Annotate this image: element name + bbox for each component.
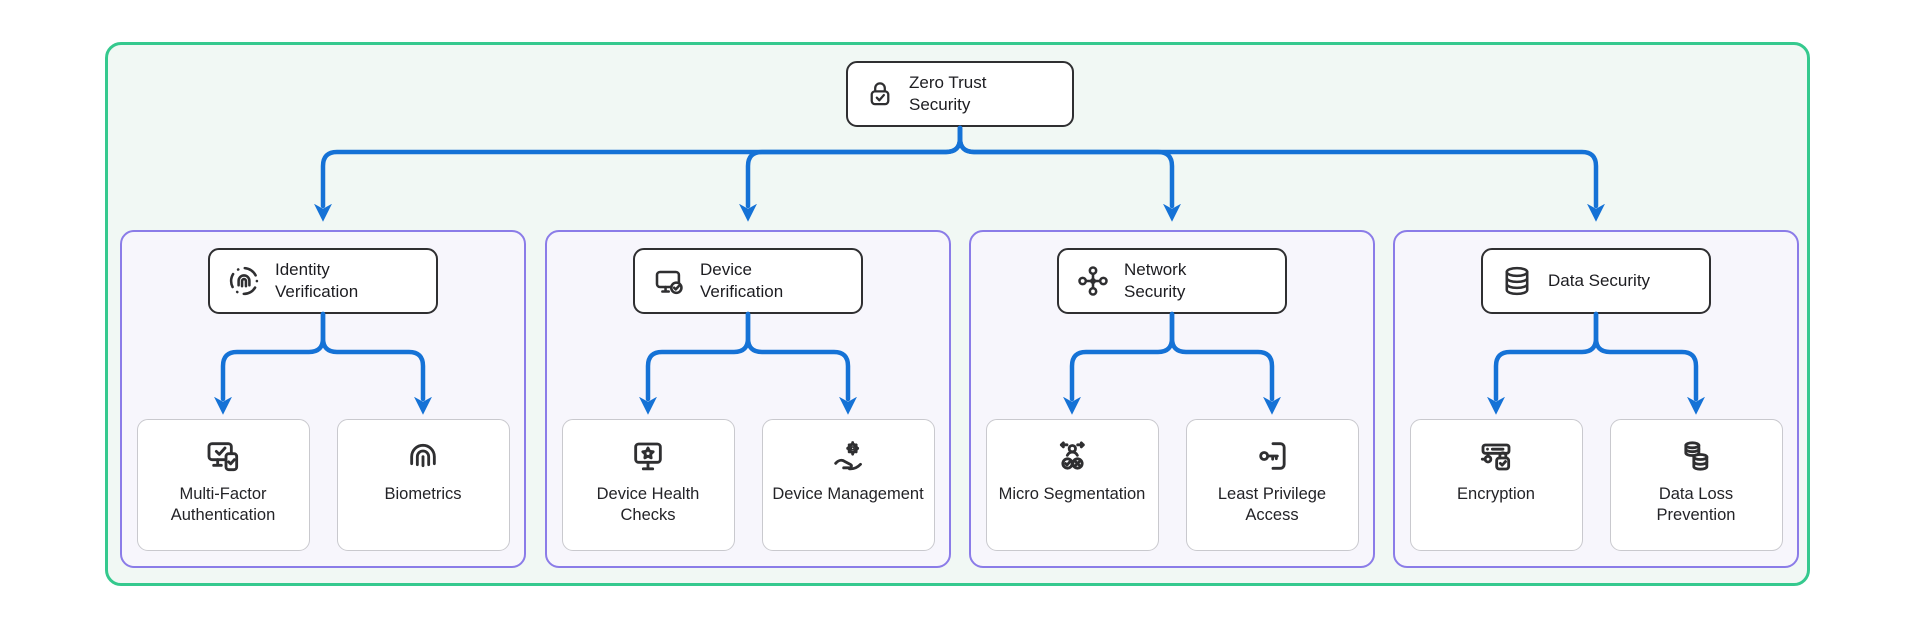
group-data-security: Data Security Encryption [1393, 230, 1799, 568]
node-label: Multi-Factor Authentication [170, 485, 276, 525]
node-network-nodes-header: Network Security [1057, 248, 1287, 314]
devices-check-icon [203, 436, 243, 476]
user-routes-icon [1052, 436, 1092, 476]
node-multi-factor-authentication: Multi-Factor Authentication [136, 419, 310, 551]
node-label: Device Management [772, 485, 924, 503]
monitor-check-icon [651, 263, 687, 299]
network-nodes-icon [1075, 263, 1111, 299]
lock-check-icon [864, 78, 896, 110]
node-label: Device Health Checks [596, 485, 700, 525]
monitor-star-icon [628, 436, 668, 476]
node-label: Device Verification [700, 260, 784, 301]
node-label: Identity Verification [275, 260, 359, 301]
node-label: Biometrics [384, 485, 462, 503]
node-least-privilege-access: Least Privilege Access [1185, 419, 1359, 551]
node-device-verification: Device Verification [633, 248, 863, 314]
fingerprint-icon [403, 436, 443, 476]
node-label: Zero Trust Security [909, 73, 987, 114]
node-data-loss-prevention: Data Loss Prevention [1609, 419, 1783, 551]
databases-icon [1676, 436, 1716, 476]
node-label: Network Security [1124, 260, 1187, 301]
node-device-management: Device Management [761, 419, 935, 551]
group-network-security: Network Security Micro Segmentation [969, 230, 1375, 568]
node-data-security: Data Security [1481, 248, 1711, 314]
node-encryption: Encryption [1409, 419, 1583, 551]
node-biometrics: Biometrics [336, 419, 510, 551]
hand-gear-icon [828, 436, 868, 476]
database-icon [1499, 263, 1535, 299]
node-micro-segmentation: Micro Segmentation [985, 419, 1159, 551]
node-label: Micro Segmentation [998, 485, 1146, 503]
key-door-icon [1252, 436, 1292, 476]
group-identity-verification: Identity Verification Multi-Factor Authe… [120, 230, 526, 568]
node-label: Data Security [1548, 271, 1651, 291]
node-label: Least Privilege Access [1217, 485, 1327, 525]
group-device-verification: Device Verification Device Health Checks [545, 230, 951, 568]
fingerprint-scan-icon [226, 263, 262, 299]
server-lock-icon [1476, 436, 1516, 476]
node-zero-trust-security: Zero Trust Security [846, 61, 1074, 127]
node-device-health-checks: Device Health Checks [561, 419, 735, 551]
node-identity-verification: Identity Verification [208, 248, 438, 314]
node-label: Data Loss Prevention [1656, 485, 1736, 525]
node-label: Encryption [1457, 485, 1535, 503]
